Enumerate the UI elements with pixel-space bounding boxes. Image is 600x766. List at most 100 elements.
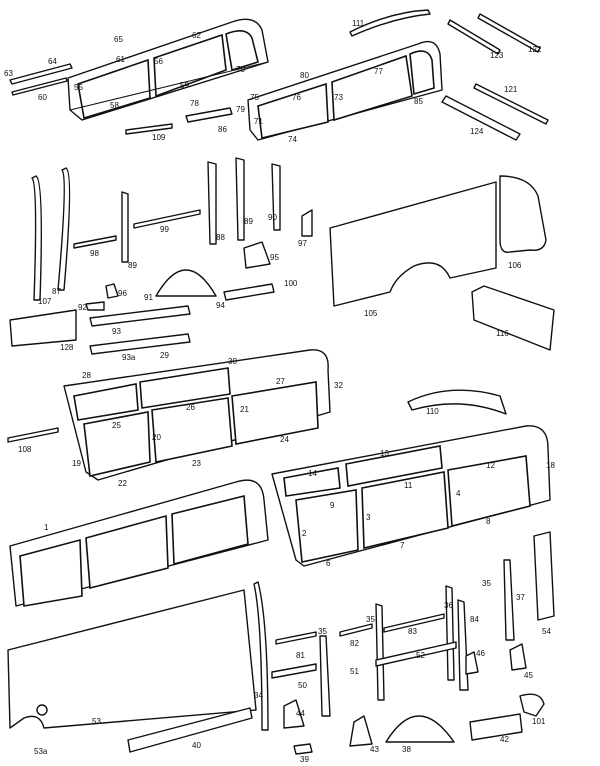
label-37: 37	[516, 593, 525, 602]
label-105: 105	[364, 309, 378, 318]
label-94: 94	[216, 301, 225, 310]
label-82: 82	[350, 639, 359, 648]
strip-94	[223, 283, 275, 301]
label-50: 50	[298, 681, 307, 690]
label-11: 11	[404, 481, 413, 490]
strip-52	[375, 641, 457, 667]
label-122: 122	[528, 45, 542, 54]
label-51: 51	[350, 667, 359, 676]
label-93: 93	[112, 327, 121, 336]
label-78: 78	[190, 99, 199, 108]
label-46: 46	[476, 649, 485, 658]
label-45: 45	[524, 671, 533, 680]
label-2: 2	[302, 529, 307, 538]
label-59: 59	[180, 81, 189, 90]
bracket-97	[301, 209, 313, 237]
label-73: 73	[334, 93, 343, 102]
pillar-34	[253, 581, 269, 731]
label-124: 124	[470, 127, 484, 136]
label-108: 108	[18, 445, 32, 454]
label-62: 62	[192, 31, 201, 40]
label-90: 90	[268, 213, 277, 222]
label-85: 85	[414, 97, 423, 106]
label-83: 83	[408, 627, 417, 636]
label-53: 53	[92, 717, 101, 726]
pillar-37	[503, 559, 515, 641]
pillar-35b	[375, 603, 385, 701]
label-44: 44	[296, 709, 305, 718]
label-3: 3	[366, 513, 371, 522]
bracket-92	[85, 301, 105, 311]
sill-42	[469, 713, 523, 741]
sill-40	[127, 707, 253, 753]
strip-108	[7, 427, 59, 443]
label-77: 77	[374, 67, 383, 76]
label-128: 128	[60, 343, 74, 352]
strip-98	[73, 235, 117, 249]
pillar-89b	[235, 157, 245, 241]
part-124	[441, 95, 521, 141]
strip-93	[89, 305, 191, 327]
strip-93a	[89, 333, 191, 355]
label-70: 70	[236, 65, 245, 74]
label-121: 121	[504, 85, 518, 94]
label-54: 54	[542, 627, 551, 636]
bracket-44	[283, 699, 305, 729]
label-40: 40	[192, 741, 201, 750]
pillar-90	[271, 163, 281, 231]
label-42: 42	[500, 735, 509, 744]
label-95: 95	[270, 253, 279, 262]
part-78-79	[185, 107, 233, 123]
upper-side-frame-left	[67, 18, 269, 121]
label-111: 111	[352, 19, 365, 28]
pillar-87	[57, 167, 71, 291]
side-panel-105	[329, 181, 497, 307]
strip-81	[275, 631, 317, 645]
label-60: 60	[38, 93, 47, 102]
pillar-116	[471, 285, 555, 351]
label-35c: 35	[482, 579, 491, 588]
pillar-88	[207, 161, 217, 245]
label-110: 110	[426, 407, 439, 416]
label-71: 71	[254, 117, 263, 126]
label-43: 43	[370, 745, 379, 754]
label-76: 76	[292, 93, 301, 102]
label-35b: 35	[366, 615, 375, 624]
bracket-39	[293, 743, 313, 755]
pillar-36	[457, 599, 469, 691]
part-labels: 1 2 3 4 6 7 8 9 11 12 13 14 18 19 20 21 …	[4, 19, 555, 764]
label-32: 32	[334, 381, 343, 390]
label-79: 79	[236, 105, 245, 114]
label-58: 58	[110, 101, 119, 110]
upper-side-frame-right	[247, 40, 443, 141]
label-96: 96	[118, 289, 127, 298]
label-88: 88	[216, 233, 225, 242]
label-89b: 89	[244, 217, 253, 226]
label-13: 13	[380, 449, 389, 458]
strip-50	[271, 663, 317, 679]
label-34: 34	[254, 691, 263, 700]
side-frame-lower	[9, 479, 269, 607]
label-86: 86	[218, 125, 227, 134]
label-99: 99	[160, 225, 169, 234]
label-107: 107	[38, 297, 52, 306]
label-6: 6	[326, 559, 331, 568]
label-87: 87	[52, 287, 61, 296]
label-63: 63	[4, 69, 13, 78]
label-100: 100	[284, 279, 298, 288]
label-14: 14	[308, 469, 317, 478]
label-18: 18	[546, 461, 555, 470]
label-91: 91	[144, 293, 153, 302]
bracket-45	[509, 643, 527, 671]
label-1: 1	[44, 523, 49, 532]
label-7: 7	[400, 541, 405, 550]
label-93a: 93a	[122, 353, 136, 362]
label-35a: 35	[318, 627, 327, 636]
side-frame-center	[63, 349, 331, 481]
label-56: 56	[154, 57, 163, 66]
label-21: 21	[240, 405, 249, 414]
label-101: 101	[532, 717, 546, 726]
label-89a: 89	[128, 261, 137, 270]
bracket-96	[105, 283, 119, 299]
